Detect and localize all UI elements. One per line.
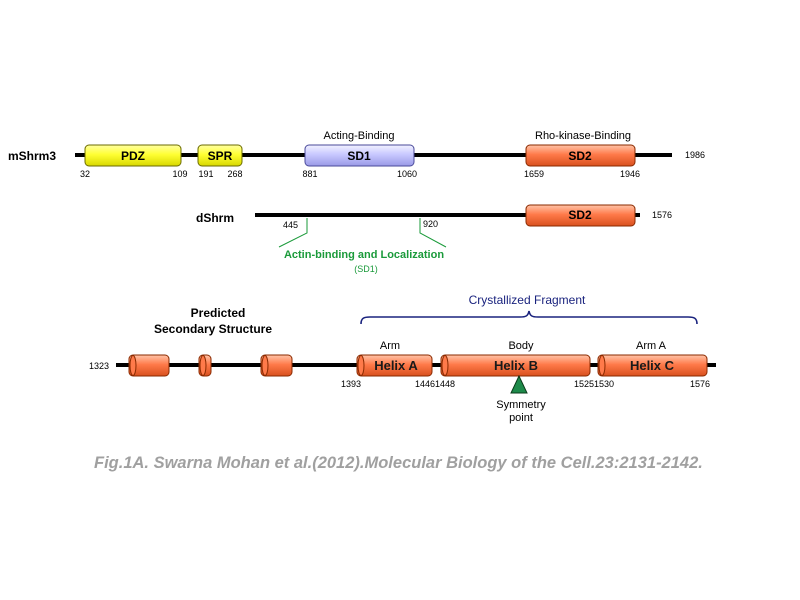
actin-binding-bracket: [278, 218, 447, 248]
pos-32: 32: [80, 169, 90, 179]
pdz-domain: PDZ: [84, 144, 182, 167]
pos-1323: 1323: [89, 361, 109, 371]
actin-binding-sub: (SD1): [354, 264, 378, 274]
pos-1946: 1946: [620, 169, 640, 179]
pos-109: 109: [172, 169, 187, 179]
crystallized-fragment-label: Crystallized Fragment: [469, 293, 586, 307]
sd1-domain: SD1: [304, 144, 415, 167]
predicted-title-line2: Secondary Structure: [154, 322, 272, 336]
dshrm-label: dShrm: [196, 211, 234, 225]
rho-kinase-binding-annotation: Rho-kinase-Binding: [535, 130, 631, 142]
spr-label: SPR: [208, 149, 233, 163]
acting-binding-annotation: Acting-Binding: [324, 130, 395, 142]
dshrm-sd2-label: SD2: [568, 208, 592, 222]
pdz-label: PDZ: [121, 149, 145, 163]
pos-1446-1448: 14461448: [415, 379, 455, 389]
sd2-domain-mshrm3: SD2: [525, 144, 636, 167]
sd2-domain-dshrm: SD2: [525, 204, 636, 227]
pos-920: 920: [423, 219, 438, 229]
body-label: Body: [508, 340, 534, 352]
symmetry-label-line2: point: [509, 412, 533, 424]
mshrm3-label: mShrm3: [8, 149, 56, 163]
pos-268: 268: [227, 169, 242, 179]
predicted-helix-1: [128, 354, 170, 377]
pos-1659: 1659: [524, 169, 544, 179]
helix-c: Helix C: [597, 354, 708, 377]
sd1-label: SD1: [347, 149, 371, 163]
symmetry-label-line1: Symmetry: [496, 399, 546, 411]
pos-1060: 1060: [397, 169, 417, 179]
predicted-helix-3: [260, 354, 293, 377]
pos-191: 191: [198, 169, 213, 179]
helix-a: Helix A: [356, 354, 433, 377]
actin-binding-label: Actin-binding and Localization: [284, 249, 444, 261]
predicted-helix-2: [198, 354, 212, 377]
predicted-title-line1: Predicted: [191, 306, 246, 320]
crystallized-fragment-brace: [360, 310, 698, 325]
helix-b-label: Helix B: [494, 358, 538, 373]
mshrm3-row: mShrm3 1986 Acting-Binding Rho-kinase-Bi…: [8, 130, 705, 179]
sd2-label: SD2: [568, 149, 592, 163]
secondary-structure-row: Predicted Secondary Structure Crystalliz…: [89, 293, 716, 424]
figure-caption: Fig.1A. Swarna Mohan et al.(2012).Molecu…: [94, 454, 703, 472]
mshrm3-end-label: 1986: [685, 150, 705, 160]
symmetry-point-marker: [510, 374, 528, 394]
arm-a-label: Arm A: [636, 340, 667, 352]
helix-c-label: Helix C: [630, 358, 675, 373]
dshrm-backbone: [255, 213, 640, 217]
spr-domain: SPR: [197, 144, 243, 167]
pos-1576: 1576: [690, 379, 710, 389]
arm-label: Arm: [380, 340, 400, 352]
dshrm-row: dShrm SD2 1576 445 920 Actin-binding and…: [196, 204, 672, 274]
helix-b: Helix B: [440, 354, 591, 377]
dshrm-end-label: 1576: [652, 210, 672, 220]
pos-1393: 1393: [341, 379, 361, 389]
pos-1525-1530: 15251530: [574, 379, 614, 389]
helix-a-label: Helix A: [374, 358, 418, 373]
pos-445: 445: [283, 220, 298, 230]
pos-881: 881: [302, 169, 317, 179]
